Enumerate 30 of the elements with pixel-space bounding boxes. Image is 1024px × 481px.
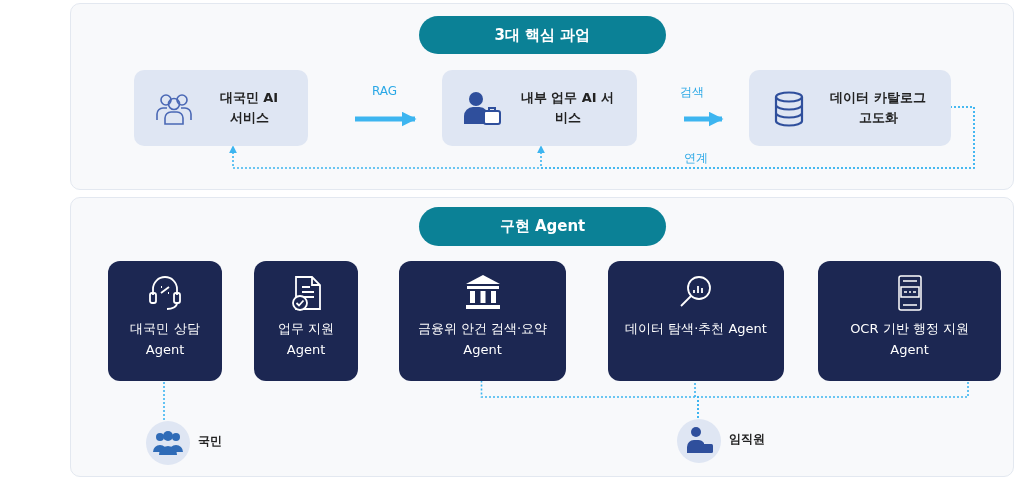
person-label: 국민 (198, 433, 222, 450)
agent-card (608, 261, 784, 381)
agent-card (818, 261, 1001, 381)
panel-background (70, 3, 1014, 190)
edge-label: RAG (370, 84, 400, 98)
agent-card (254, 261, 358, 381)
agent-label: 금융위 안건 검색·요약 Agent (416, 320, 549, 359)
box-label: 내부 업무 AI 서비스 (520, 88, 615, 127)
agent-label: 데이터 탐색·추천 Agent (624, 320, 768, 338)
edge-label: 검색 (678, 84, 706, 101)
service-box (749, 70, 951, 146)
service-box (442, 70, 637, 146)
heading-pill: 3대 핵심 과업 (419, 16, 666, 54)
arrow (684, 111, 724, 127)
heading-pill: 구현 Agent (419, 207, 666, 246)
box-label: 대국민 AI 서비스 (218, 88, 280, 127)
service-box (134, 70, 308, 146)
agent-label: OCR 기반 행정 지원 Agent (849, 320, 970, 359)
panel-background (70, 197, 1014, 477)
agent-label: 대국민 상담 Agent (129, 320, 201, 359)
connector-line (697, 379, 969, 419)
agent-card (399, 261, 566, 381)
person-label: 임직원 (729, 431, 765, 448)
arrow (537, 106, 975, 169)
agent-label: 업무 지원 Agent (276, 320, 336, 359)
box-label: 데이터 카탈로그 고도화 (829, 88, 927, 127)
edge-label: 연계 (682, 150, 710, 167)
connector-line (163, 379, 165, 421)
agent-card (108, 261, 222, 381)
arrow (355, 111, 417, 127)
